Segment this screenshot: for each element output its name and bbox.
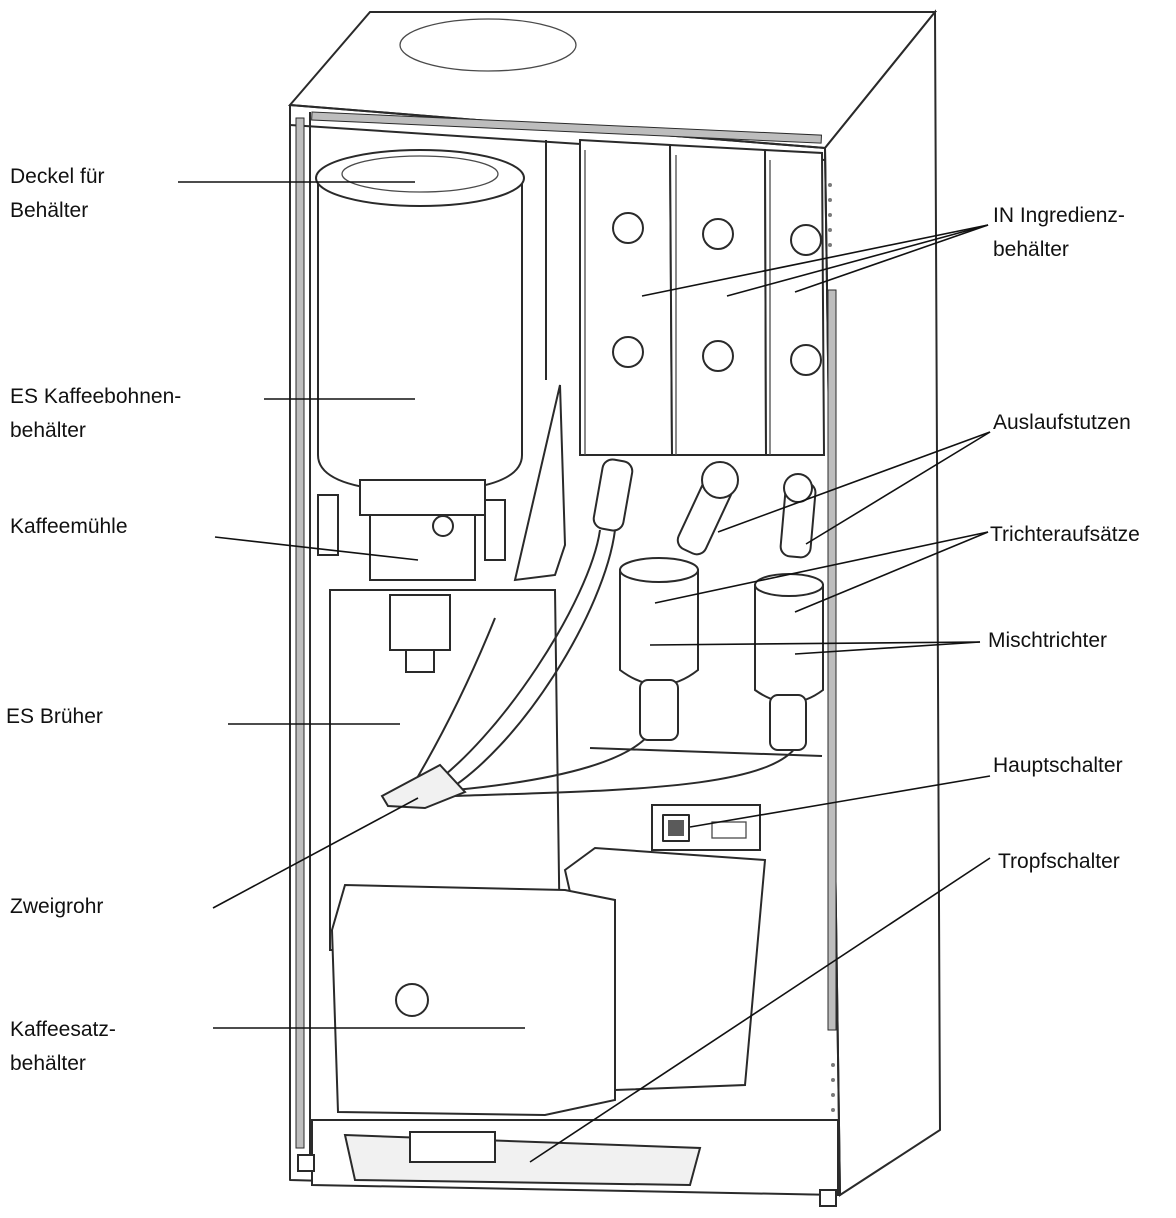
label-brueher: ES Brüher — [6, 705, 103, 728]
label-mischtrichter: Mischtrichter — [988, 629, 1108, 652]
ingredient-containers — [579, 138, 826, 456]
label-ingredienz: IN Ingredienz- behälter — [993, 204, 1125, 261]
cabinet-right-side — [823, 9, 942, 1197]
bean-container — [315, 140, 547, 494]
foot-right — [819, 1189, 837, 1207]
right-rail — [827, 289, 837, 1031]
label-trichteraufsaetze: Trichteraufsätze — [990, 523, 1140, 546]
label-kaffeemuehle: Kaffeemühle — [10, 515, 128, 538]
top-rail — [311, 111, 822, 144]
left-rail — [295, 117, 305, 1149]
mixing-funnels — [619, 557, 824, 751]
drip-tray — [311, 1119, 839, 1197]
grinder — [317, 479, 506, 581]
top-opening — [399, 18, 577, 72]
label-kaffeesatz: Kaffeesatz- behälter — [10, 1018, 116, 1075]
switch-panel — [651, 804, 761, 851]
label-tropfschalter: Tropfschalter — [998, 850, 1120, 873]
leader-lines — [178, 181, 991, 1163]
label-deckel: Deckel für Behälter — [10, 165, 105, 222]
label-hauptschalter: Hauptschalter — [993, 754, 1123, 777]
label-auslauf: Auslaufstutzen — [993, 411, 1131, 434]
bracket — [513, 384, 567, 582]
foot-left — [297, 1154, 315, 1172]
label-zweigrohr: Zweigrohr — [10, 895, 104, 918]
branch-pipe — [380, 763, 467, 810]
grounds-container — [330, 846, 767, 1117]
outlet-nozzles — [592, 458, 817, 559]
label-kaffeebohnen: ES Kaffeebohnen- behälter — [10, 385, 182, 442]
